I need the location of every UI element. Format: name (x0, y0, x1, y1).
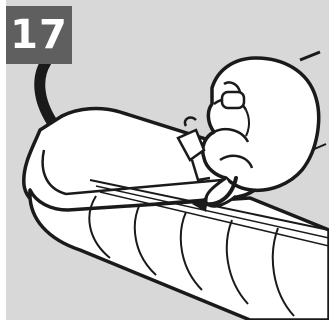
hand-outline (203, 58, 319, 190)
step-number-badge: 17 (6, 6, 72, 64)
power-cable (40, 62, 52, 122)
hand (203, 52, 326, 206)
step-number: 17 (10, 15, 68, 55)
